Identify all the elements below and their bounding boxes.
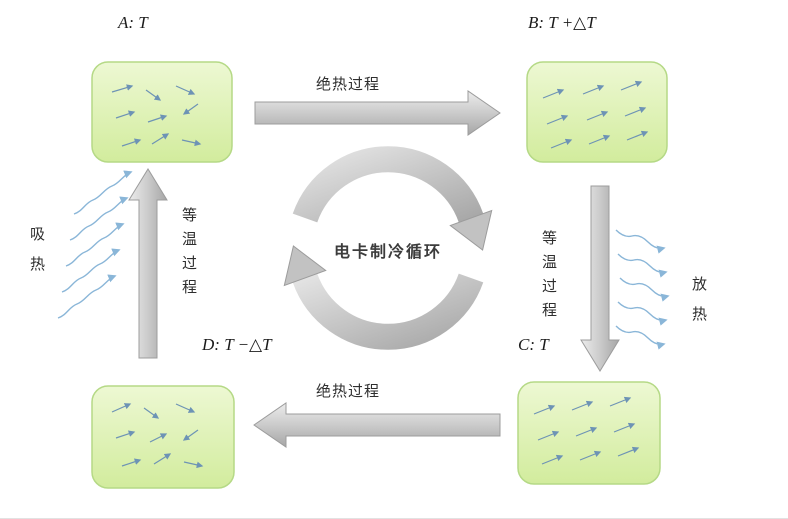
isothermal-arrow-right — [580, 185, 620, 372]
process-label-isothermal-right: 等温过程 — [541, 230, 557, 319]
state-label-c: C: T — [518, 335, 549, 354]
state-label-d: D: T −△T — [202, 335, 272, 354]
process-label-isothermal-left: 等温过程 — [181, 207, 197, 296]
process-label-adiabatic-bottom: 绝热过程 — [315, 383, 380, 400]
state-label-a: A: T — [118, 13, 148, 32]
state-box-b — [526, 61, 668, 163]
heat-waves-release — [615, 229, 670, 350]
adiabatic-arrow-top — [254, 90, 501, 136]
cycle-arc-top — [292, 146, 484, 223]
cycle-arrowhead-right — [449, 209, 493, 251]
state-box-d — [91, 385, 235, 489]
dipole-arrows-c — [533, 396, 640, 465]
heat-label-release: 放热 — [691, 276, 707, 323]
dipole-arrows-b — [542, 80, 649, 149]
state-box-a — [91, 61, 233, 163]
cycle-title: 电卡制冷循环 — [333, 244, 442, 261]
adiabatic-arrow-bottom — [253, 402, 501, 448]
cycle-arc-bottom — [292, 273, 484, 350]
state-box-c — [517, 381, 661, 485]
process-label-adiabatic-top: 绝热过程 — [315, 76, 380, 93]
dipole-arrows-d — [111, 403, 204, 469]
cycle-arrowhead-left — [283, 245, 327, 287]
isothermal-arrow-left — [128, 168, 168, 359]
heat-waves-absorb — [57, 170, 133, 319]
state-label-b: B: T +△T — [528, 13, 596, 32]
dipole-arrows-a — [111, 84, 202, 147]
heat-label-absorb: 吸热 — [29, 226, 45, 273]
